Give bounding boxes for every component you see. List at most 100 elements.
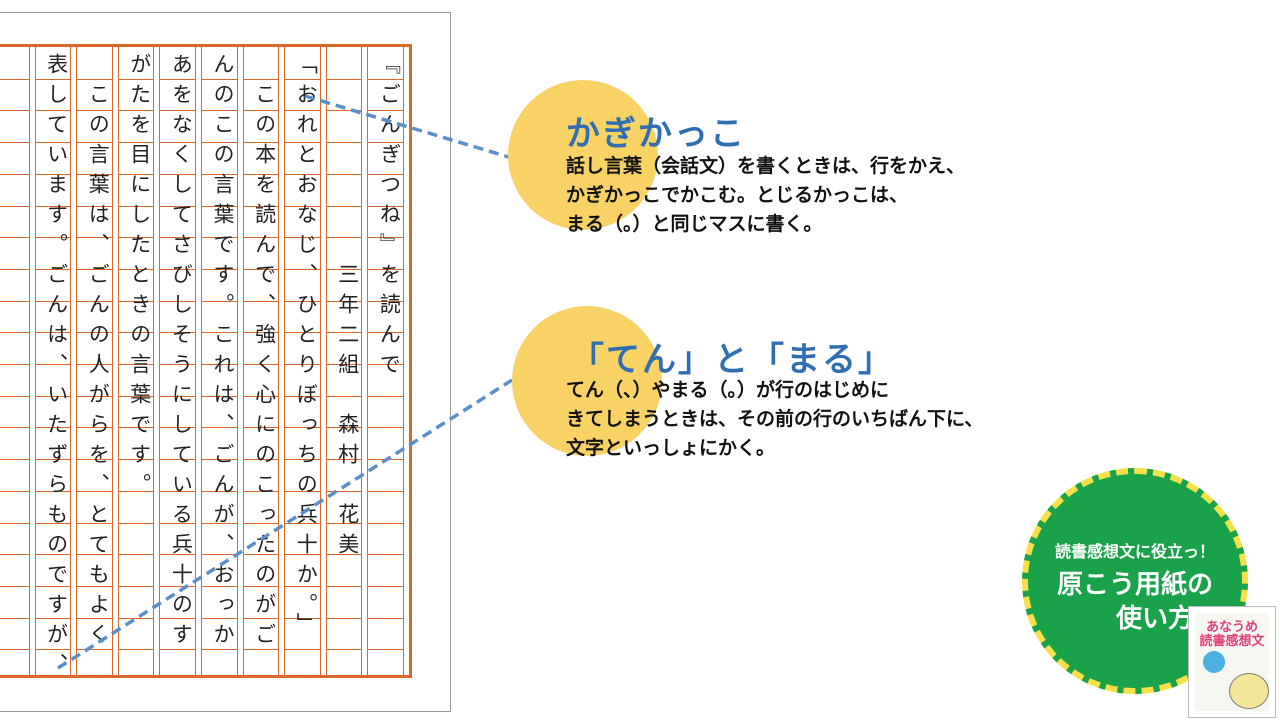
grid-column-line <box>284 47 286 675</box>
grid-row-line <box>367 364 403 365</box>
grid-row-line <box>201 78 237 80</box>
grid-row-line <box>201 300 237 302</box>
manuscript-column-text: あをなくしてさびしそうにしている兵十のす <box>169 53 194 653</box>
grid-row-line <box>0 617 29 619</box>
grid-row-line <box>0 78 29 80</box>
grid-column-line <box>159 47 161 675</box>
grid-row-line <box>284 205 320 207</box>
grid-column-line <box>76 47 78 675</box>
grid-row-line <box>159 364 195 365</box>
grid-row-line <box>0 173 29 175</box>
grid-row-line <box>367 490 403 492</box>
grid-column-line <box>409 47 410 675</box>
grid-row-line <box>117 332 154 334</box>
grid-row-line <box>325 268 362 270</box>
grid-row-line <box>325 617 362 619</box>
grid-row-line <box>325 300 362 302</box>
grid-row-line <box>117 173 154 175</box>
grid-row-line <box>159 110 195 112</box>
grid-row-line <box>34 364 71 365</box>
grid-row-line <box>367 237 403 239</box>
grid-row-line <box>242 173 279 175</box>
manuscript-column-text: 「おれとおなじ、ひとりぼっちの兵十か。」 <box>294 53 319 643</box>
callout1-text: 話し言葉（会話文）を書くときは、行をかえ、 かぎかっこでかこむ。とじるかっこは、… <box>566 152 965 239</box>
grid-row-line <box>367 78 403 80</box>
grid-row-line <box>117 110 154 112</box>
grid-row-line <box>34 332 71 334</box>
grid-row-line <box>34 554 71 556</box>
grid-row-line <box>117 268 154 270</box>
grid-row-line <box>284 268 320 270</box>
grid-row-line <box>242 110 279 112</box>
grid-row-line <box>284 110 320 112</box>
grid-row-line <box>367 268 403 270</box>
grid-row-line <box>159 268 195 270</box>
manuscript-column-text: 三年二組 森村 花美 <box>335 53 360 563</box>
grid-row-line <box>367 427 403 429</box>
grid-row-line <box>0 522 29 524</box>
grid-column-line <box>236 47 238 675</box>
grid-row-line <box>201 142 237 144</box>
grid-row-line <box>117 142 154 144</box>
manuscript-column-text: 『ごんぎつね』を読んで <box>377 53 402 383</box>
grid-row-line <box>34 142 71 144</box>
grid-column-line <box>28 47 30 675</box>
grid-row-line <box>34 173 71 175</box>
grid-row-line <box>117 617 154 619</box>
grid-row-line <box>325 173 362 175</box>
callout2-text: てん（、）やまる（。）が行のはじめに きてしまうときは、その前の行のいちばん下に… <box>566 376 983 463</box>
speech-bubble-icon <box>1203 651 1225 673</box>
grid-row-line <box>0 205 29 207</box>
grid-row-line <box>76 205 112 207</box>
grid-row-line <box>159 78 195 80</box>
grid-column-line <box>325 47 327 675</box>
grid-row-line <box>0 332 29 334</box>
grid-row-line <box>284 332 320 334</box>
callout2-line: きてしまうときは、その前の行のいちばん下に、 <box>566 408 984 430</box>
grid-row-line <box>284 78 320 80</box>
grid-row-line <box>34 649 71 651</box>
manuscript-column-text: がたを目にしたときの言葉です。 <box>127 53 152 503</box>
grid-row-line <box>0 395 29 397</box>
grid-row-line <box>0 585 29 587</box>
grid-row-line <box>117 554 154 556</box>
grid-row-line <box>117 237 154 239</box>
grid-row-line <box>367 459 403 461</box>
grid-column-line <box>361 47 363 675</box>
grid-row-line <box>34 427 71 429</box>
grid-row-line <box>0 142 29 144</box>
book-title-line: あなうめ <box>1205 620 1258 635</box>
grid-row-line <box>325 649 362 651</box>
grid-row-line <box>76 173 112 175</box>
grid-row-line <box>0 110 29 112</box>
grid-column-line <box>319 47 321 675</box>
grid-row-line <box>34 395 71 397</box>
grid-row-line <box>0 459 29 461</box>
grid-column-line <box>70 47 72 675</box>
grid-row-line <box>76 142 112 144</box>
callout1-line: 話し言葉（会話文）を書くときは、行をかえ、 <box>566 155 966 177</box>
grid-column-line <box>117 47 119 675</box>
manuscript-column-text: 表しています。ごんは、いたずらものですが、 <box>44 53 69 683</box>
book-cover[interactable]: あなうめ 読書感想文 <box>1188 606 1276 718</box>
badge-title: 原こう用紙の 使い方 <box>1028 568 1242 636</box>
grid-row-line <box>34 110 71 112</box>
grid-row-line <box>367 332 403 334</box>
grid-row-line <box>0 554 29 556</box>
grid-row-line <box>0 490 29 492</box>
grid-row-line <box>0 427 29 429</box>
grid-column-line <box>195 47 196 675</box>
manuscript-column-text: んのこの言葉です。これは、ごんが、おっか <box>211 53 235 653</box>
grid-row-line <box>117 300 154 302</box>
grid-row-line <box>325 364 362 365</box>
grid-row-line <box>201 205 237 207</box>
grid-row-line <box>159 205 195 207</box>
grid-row-line <box>325 205 362 207</box>
grid-row-line <box>367 395 403 397</box>
grid-row-line <box>242 78 279 80</box>
callout2-line: てん（、）やまる（。）が行のはじめに <box>566 379 890 401</box>
grid-column-line <box>153 47 155 675</box>
callout1-title: かぎかっこ <box>566 114 746 154</box>
callout2-line: 文字といっしょにかく。 <box>566 437 776 459</box>
grid-row-line <box>76 332 112 334</box>
